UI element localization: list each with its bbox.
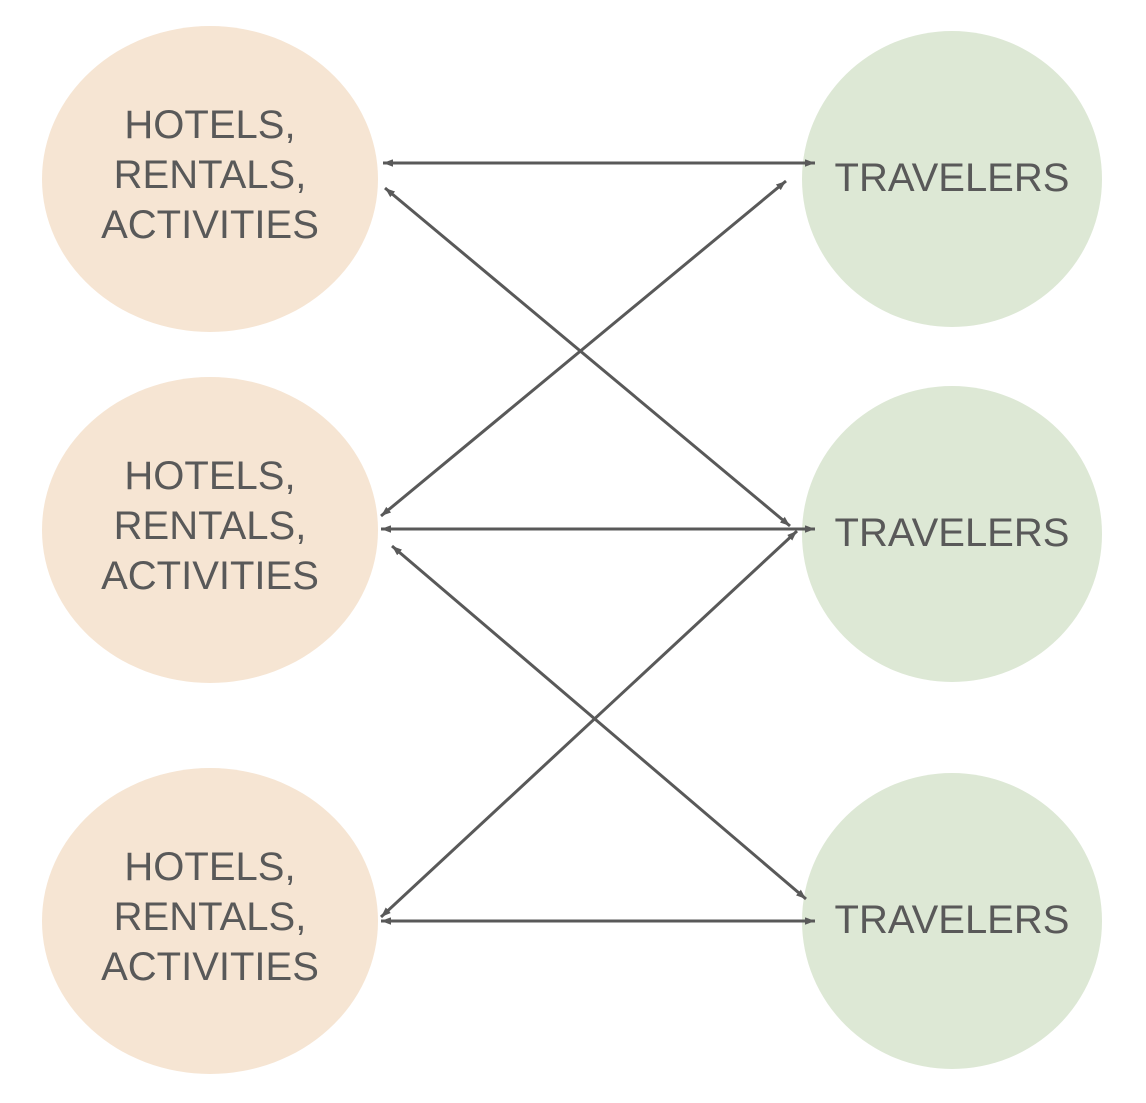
provider-label-line: RENTALS, — [114, 153, 307, 197]
provider-label-line: HOTELS, — [124, 454, 295, 498]
provider-circle — [42, 377, 378, 683]
traveler-node-1: TRAVELERS — [802, 31, 1102, 327]
provider-node-1: HOTELS, RENTALS, ACTIVITIES — [42, 26, 378, 332]
traveler-label: TRAVELERS — [835, 156, 1070, 200]
provider-circle — [42, 768, 378, 1074]
connection-arrow — [384, 186, 791, 528]
provider-label-line: ACTIVITIES — [101, 203, 319, 247]
connection-arrow — [380, 179, 787, 518]
connection-arrow — [391, 544, 807, 901]
traveler-label: TRAVELERS — [835, 898, 1070, 942]
provider-label-line: ACTIVITIES — [101, 554, 319, 598]
traveler-circle — [802, 773, 1102, 1069]
connection-arrow — [379, 529, 799, 919]
provider-label-line: HOTELS, — [124, 845, 295, 889]
traveler-node-2: TRAVELERS — [802, 386, 1102, 682]
traveler-label: TRAVELERS — [835, 511, 1070, 555]
provider-label-line: ACTIVITIES — [101, 945, 319, 989]
connections — [379, 159, 815, 925]
traveler-node-3: TRAVELERS — [802, 773, 1102, 1069]
traveler-circle — [802, 386, 1102, 682]
provider-circle — [42, 26, 378, 332]
traveler-circle — [802, 31, 1102, 327]
provider-label-line: HOTELS, — [124, 103, 295, 147]
provider-label-line: RENTALS, — [114, 504, 307, 548]
provider-node-3: HOTELS, RENTALS, ACTIVITIES — [42, 768, 378, 1074]
provider-node-2: HOTELS, RENTALS, ACTIVITIES — [42, 377, 378, 683]
provider-label-line: RENTALS, — [114, 895, 307, 939]
